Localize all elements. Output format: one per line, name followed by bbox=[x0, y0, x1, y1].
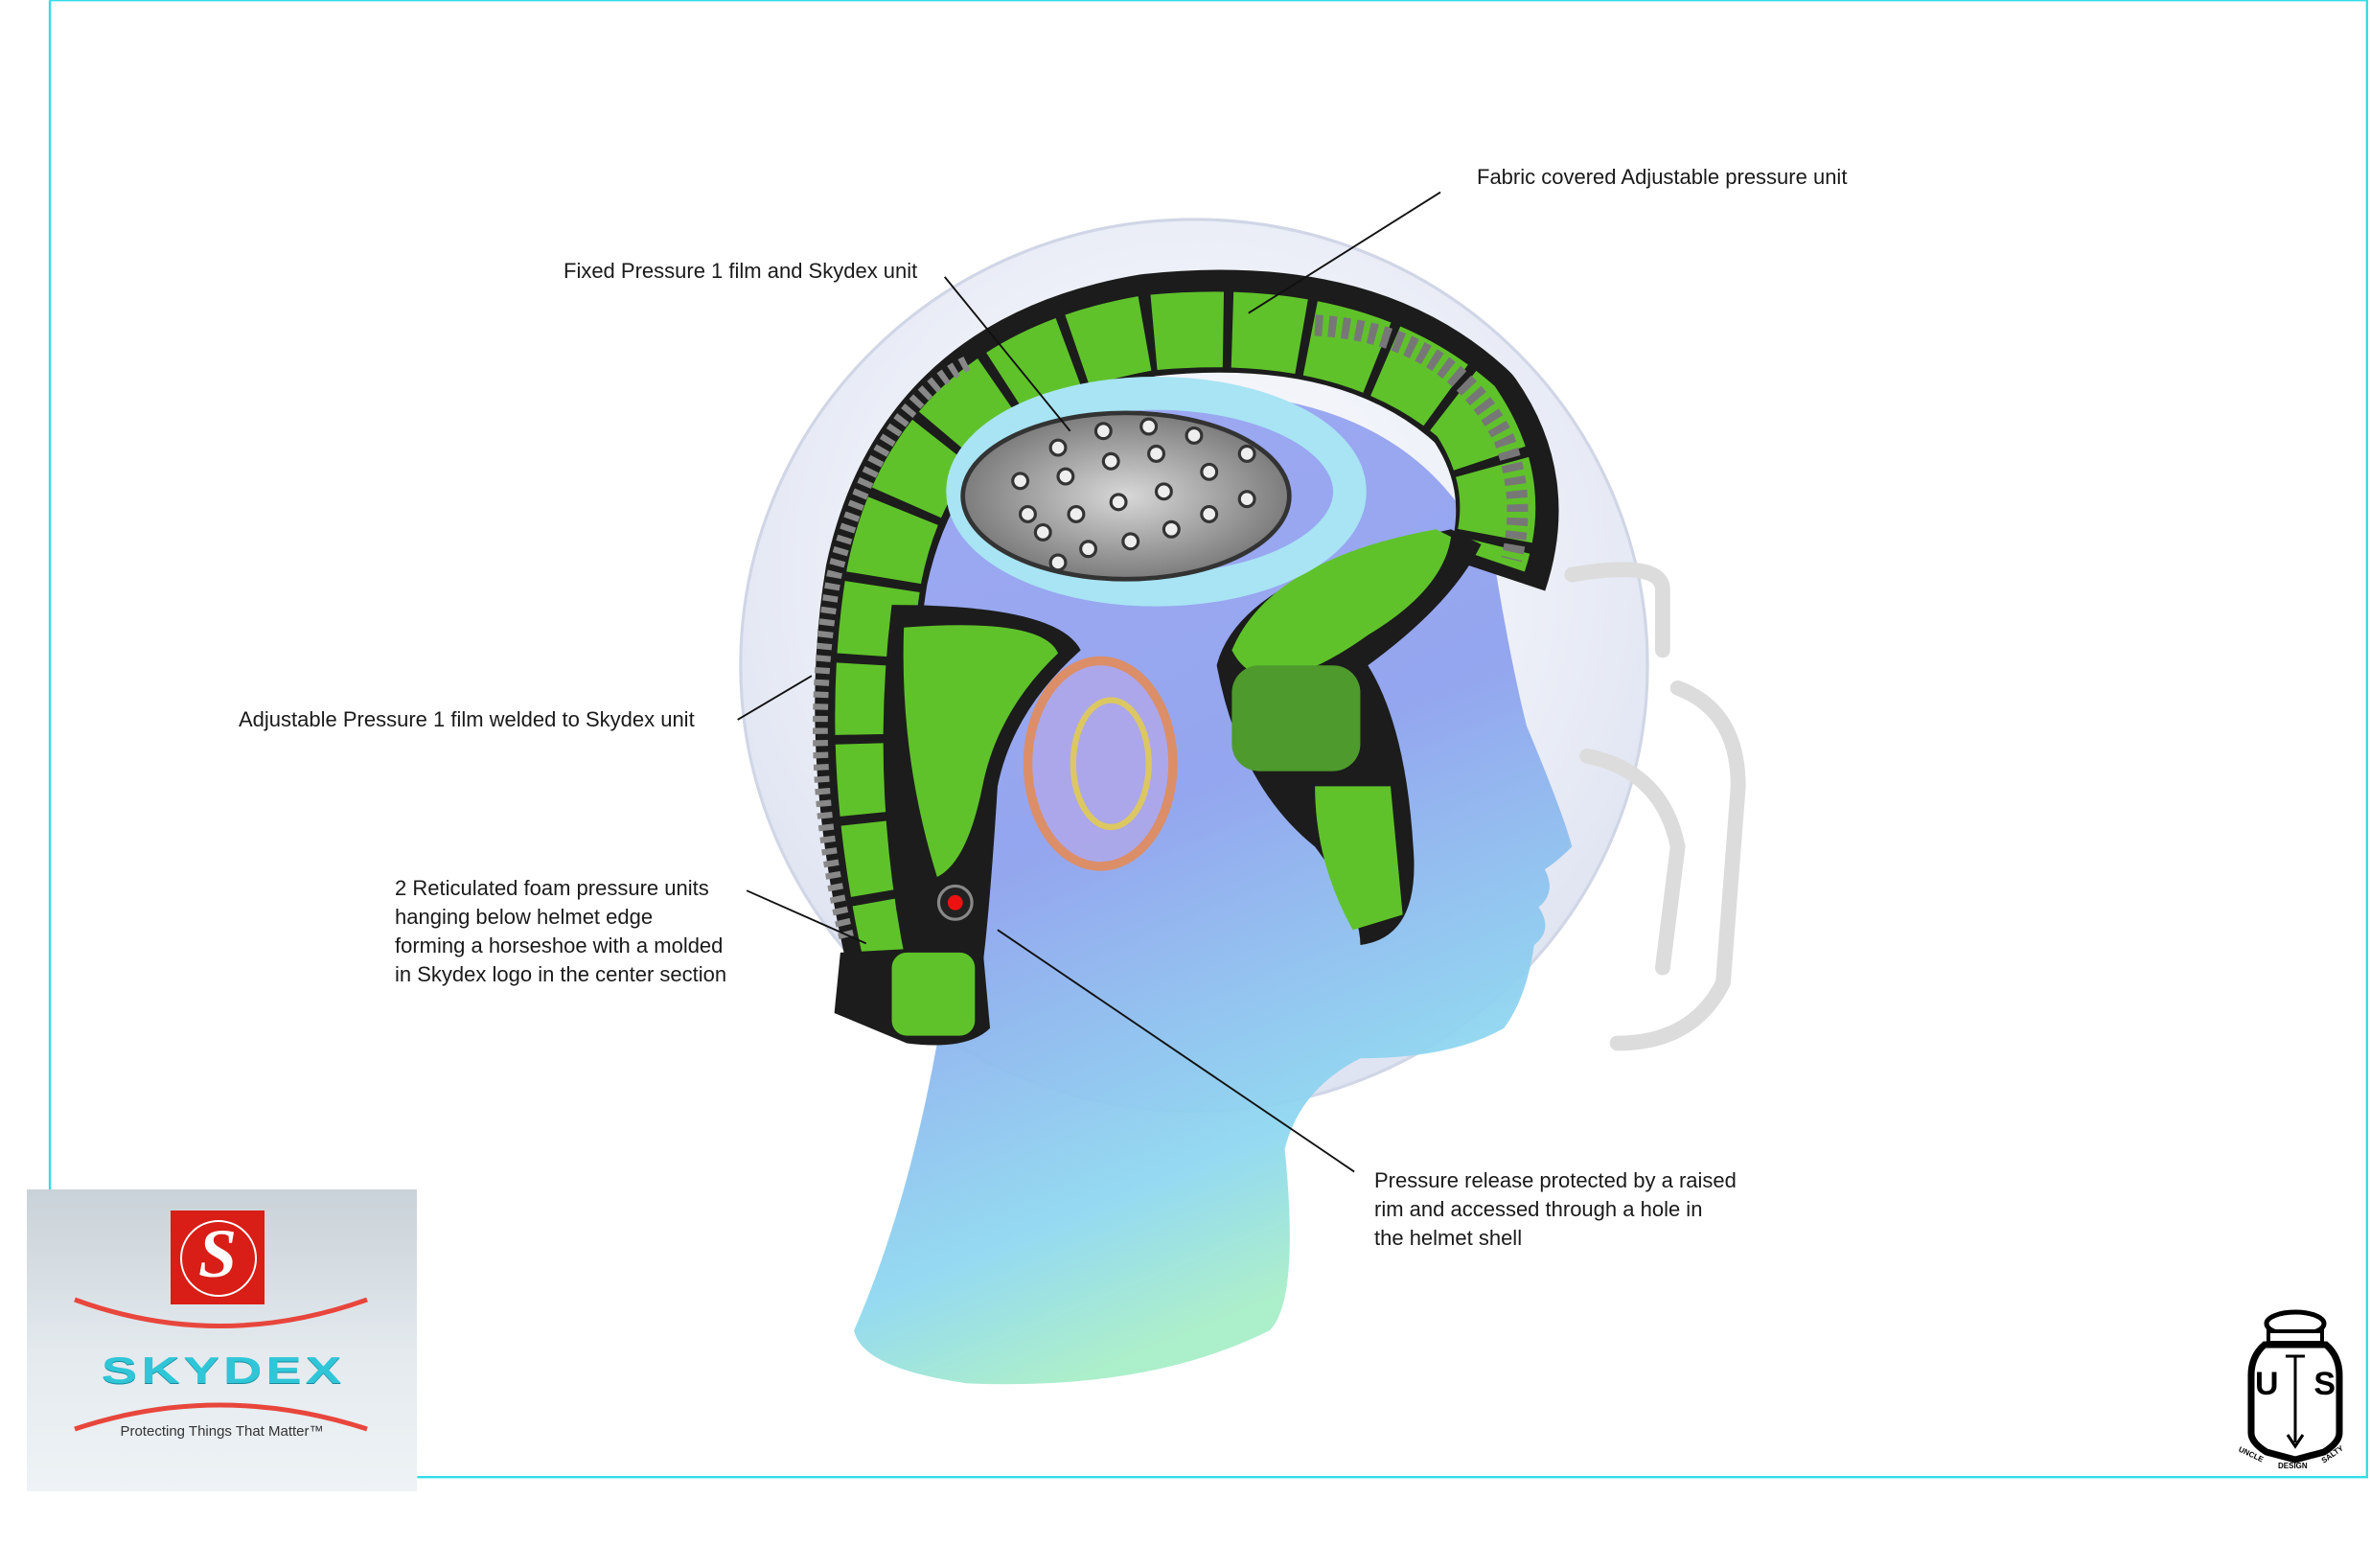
label-fabric-unit: Fabric covered Adjustable pressure unit bbox=[1477, 165, 1848, 189]
us-bottom: DESIGN bbox=[2278, 1462, 2308, 1470]
frame-border bbox=[48, 0, 2369, 1479]
facemask bbox=[1564, 562, 1746, 1051]
label-line: rim and accessed through a hole in bbox=[1374, 1197, 1703, 1221]
label-line: 2 Reticulated foam pressure units bbox=[395, 876, 709, 900]
label-fixed-pressure: Fixed Pressure 1 film and Skydex unit bbox=[564, 259, 918, 283]
label-pressure-release: Pressure release protected by a raised r… bbox=[1374, 1166, 1737, 1253]
us-letter-u: U bbox=[2255, 1366, 2279, 1402]
label-line: in Skydex logo in the center section bbox=[395, 962, 727, 986]
skydex-tagline: Protecting Things That Matter™ bbox=[120, 1423, 324, 1440]
leader-fabric-unit bbox=[1248, 191, 1441, 314]
leader-fixed-pressure bbox=[943, 276, 1071, 432]
label-line: the helmet shell bbox=[1374, 1226, 1523, 1250]
label-line: forming a horseshoe with a molded bbox=[395, 934, 724, 957]
label-line: hanging below helmet edge bbox=[395, 905, 654, 929]
leader-pressure-release bbox=[997, 929, 1355, 1173]
skydex-logo: S SKYDEX Protecting Things That Matter™ bbox=[27, 1189, 417, 1491]
leader-adjustable-film bbox=[737, 675, 813, 721]
skydex-wordmark: SKYDEX bbox=[101, 1349, 346, 1392]
label-adjustable-film: Adjustable Pressure 1 film welded to Sky… bbox=[239, 707, 695, 731]
skydex-mark: S bbox=[171, 1211, 265, 1304]
us-letter-s: S bbox=[2313, 1366, 2335, 1402]
label-line: Pressure release protected by a raised bbox=[1374, 1168, 1737, 1192]
skydex-swooshes bbox=[74, 1297, 368, 1432]
label-reticulated-foam: 2 Reticulated foam pressure units hangin… bbox=[395, 874, 726, 989]
leader-reticulated-foam bbox=[746, 889, 867, 945]
